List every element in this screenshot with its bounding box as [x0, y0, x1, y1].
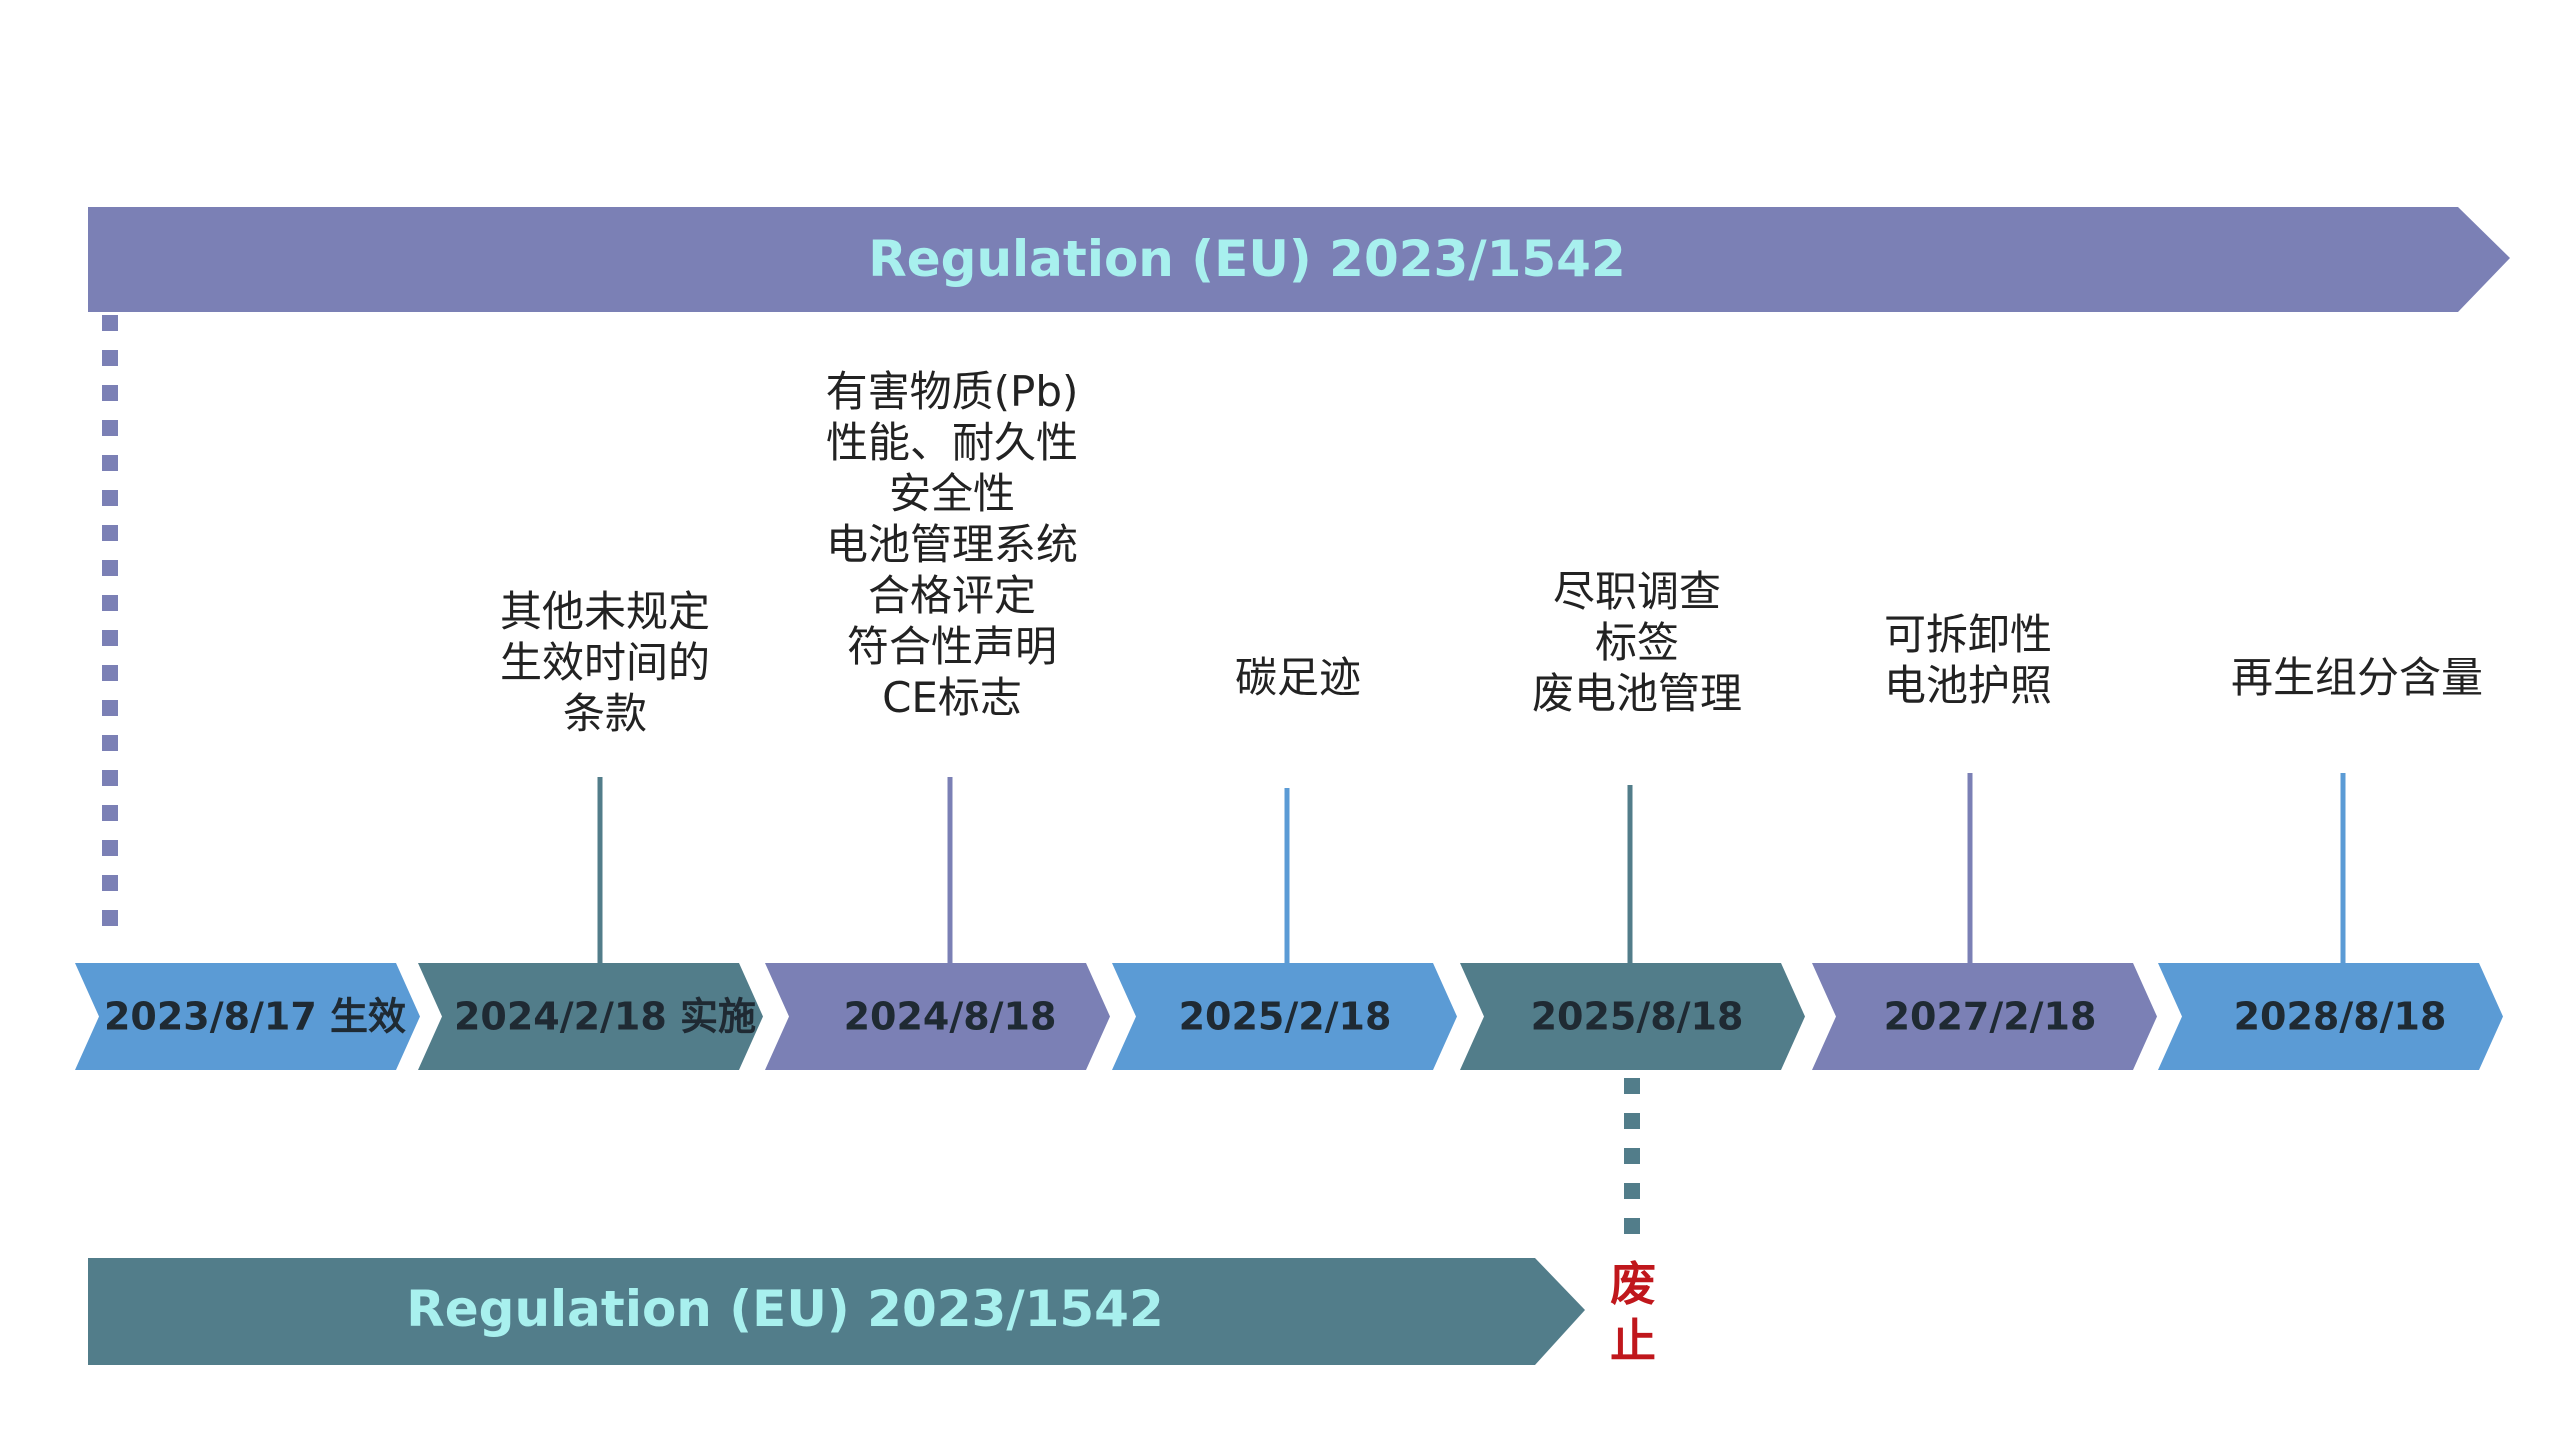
timeline-date-label: 2027/2/18 — [1884, 995, 2097, 1039]
milestone-label: 可拆卸性 — [1884, 610, 2052, 659]
milestone-label: 标签 — [1595, 618, 1679, 667]
timeline-date-label: 2024/8/18 — [844, 995, 1057, 1039]
timeline-date-label: 2023/8/17 生效 — [104, 995, 406, 1039]
milestone-label: 电池护照 — [1884, 661, 2052, 710]
timeline-chevron — [2158, 963, 2503, 1070]
milestone-label: 尽职调查 — [1553, 567, 1721, 616]
top-regulation-banner — [88, 207, 2510, 312]
milestone-label: CE标志 — [882, 673, 1022, 722]
bottom-regulation-label: Regulation (EU) 2023/1542 — [406, 1280, 1164, 1338]
milestone-label: 安全性 — [889, 469, 1015, 518]
milestone-label: 再生组分含量 — [2231, 653, 2483, 702]
timeline-chevron — [1460, 963, 1805, 1070]
top-regulation-label: Regulation (EU) 2023/1542 — [868, 230, 1626, 288]
repeal-label-line2: 止 — [1610, 1314, 1656, 1368]
timeline-date-label: 2028/8/18 — [2234, 995, 2447, 1039]
milestone-label: 条款 — [563, 689, 647, 738]
timeline-chevron — [418, 963, 763, 1070]
timeline-chevron — [765, 963, 1110, 1070]
milestone-label: 有害物质(Pb) — [826, 367, 1079, 416]
milestone-label: 其他未规定 — [500, 587, 710, 636]
timeline-date-label: 2025/8/18 — [1531, 995, 1744, 1039]
milestone-label: 符合性声明 — [847, 622, 1057, 671]
bottom-regulation-banner — [88, 1258, 1585, 1365]
milestone-label: 合格评定 — [868, 571, 1036, 620]
timeline-chevron — [1812, 963, 2157, 1070]
timeline-date-label: 2025/2/18 — [1179, 995, 1392, 1039]
repeal-label-line1: 废 — [1610, 1257, 1656, 1311]
milestone-label: 碳足迹 — [1235, 653, 1361, 702]
milestone-label: 废电池管理 — [1532, 669, 1742, 718]
timeline-chevron — [1112, 963, 1457, 1070]
milestone-label: 生效时间的 — [500, 638, 710, 687]
timeline-date-label: 2024/2/18 实施 — [454, 995, 756, 1039]
timeline-chevrons: 2023/8/17 生效 2024/2/18 实施 2024/8/18 2025/2/… — [75, 963, 2503, 1070]
milestone-label: 电池管理系统 — [826, 520, 1078, 569]
milestone-label: 性能、耐久性 — [826, 418, 1078, 467]
timeline-chevron — [75, 963, 420, 1070]
